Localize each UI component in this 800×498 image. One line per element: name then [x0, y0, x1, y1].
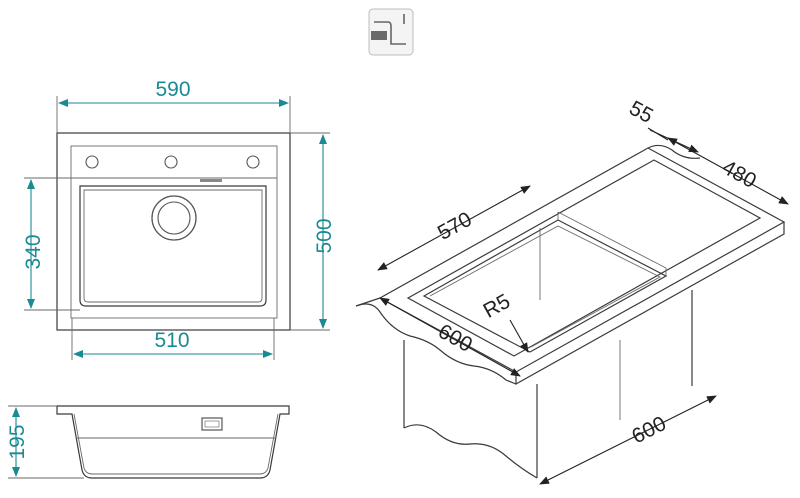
- tap-hole-icon: [85, 155, 260, 169]
- bowl-depth-label: 340: [22, 234, 45, 269]
- iso-view: 55 480 570 R5 600 600: [355, 97, 789, 485]
- sink-length-label: 600: [434, 320, 476, 357]
- corner-radius-label: R5: [480, 290, 515, 323]
- height-label: 195: [6, 424, 29, 459]
- overall-depth-label: 500: [313, 218, 336, 253]
- cabinet-width-label: 600: [628, 412, 670, 448]
- bowl-length-label: 570: [434, 208, 476, 245]
- overall-width-label: 590: [155, 78, 190, 101]
- top-view: 590 500 340 510: [22, 78, 336, 360]
- bowl-width-label: 510: [154, 329, 189, 352]
- rear-ledge-label: 55: [625, 97, 656, 128]
- side-view: 195: [6, 405, 290, 479]
- faucet-mount-icon: [368, 8, 414, 56]
- sink-depth-label: 480: [718, 156, 760, 193]
- drain-icon: [151, 195, 197, 241]
